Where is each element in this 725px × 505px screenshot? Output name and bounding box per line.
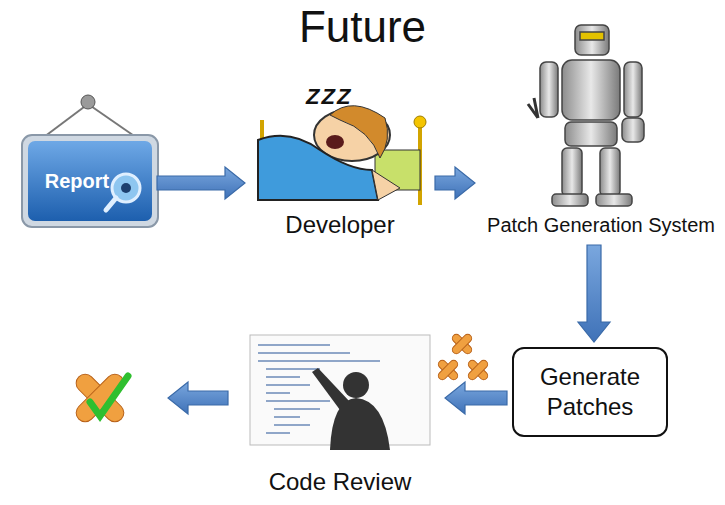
sleeping-developer bbox=[258, 106, 426, 205]
robot bbox=[528, 25, 644, 206]
flow-arrow bbox=[435, 167, 475, 199]
diagram-title: Future bbox=[0, 2, 725, 52]
sleep-label: ZZZ bbox=[306, 84, 352, 110]
report-sign bbox=[22, 95, 158, 227]
code-review-figure: Code Review bbox=[240, 325, 440, 501]
accepted-patch-icon bbox=[72, 370, 128, 425]
box-label: Generate Patches bbox=[524, 362, 656, 422]
node-caption: Report bbox=[45, 169, 109, 194]
flow-arrow bbox=[168, 382, 228, 414]
flow-arrow bbox=[157, 167, 245, 199]
patch-icons bbox=[437, 333, 490, 382]
flow-arrow bbox=[578, 245, 610, 342]
patch-system-figure: Patch Generation System bbox=[480, 15, 722, 240]
process-box: Generate Patches bbox=[512, 347, 668, 437]
node-caption: Patch Generation System bbox=[487, 213, 715, 238]
node-caption: Code Review bbox=[269, 467, 412, 497]
code-review-board bbox=[250, 335, 430, 450]
flow-arrow bbox=[445, 382, 507, 414]
node-caption: Developer bbox=[285, 210, 394, 240]
report-sign: Report bbox=[28, 141, 152, 221]
